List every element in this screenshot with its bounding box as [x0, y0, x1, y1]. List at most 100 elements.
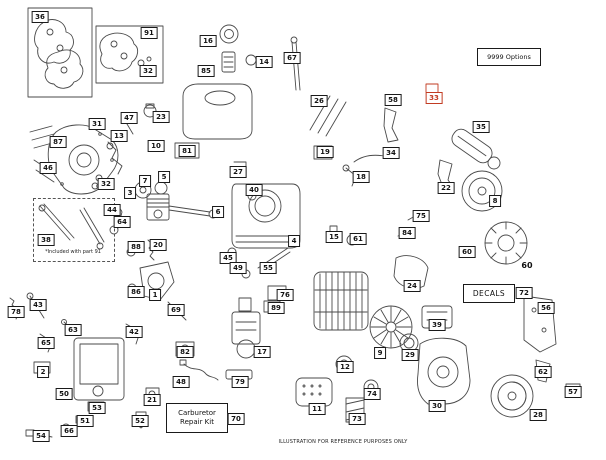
callout-72[interactable]: 72: [515, 287, 533, 299]
callout-2[interactable]: 2: [37, 366, 49, 378]
callout-21[interactable]: 21: [143, 394, 161, 406]
callout-76[interactable]: 76: [276, 289, 294, 301]
callout-7[interactable]: 7: [139, 175, 151, 187]
included-parts-box: [33, 198, 115, 262]
callout-30[interactable]: 30: [428, 400, 446, 412]
callout-56[interactable]: 56: [537, 302, 555, 314]
callout-9[interactable]: 9: [374, 347, 386, 359]
fuel-tank: [182, 54, 257, 140]
wire-harness: [179, 359, 219, 381]
callout-55[interactable]: 55: [259, 262, 277, 274]
callout-91[interactable]: 91: [140, 27, 158, 39]
callout-31[interactable]: 31: [88, 118, 106, 130]
carburetor-repair-kit-box[interactable]: Carburetor Repair Kit: [166, 403, 228, 433]
callout-53[interactable]: 53: [88, 402, 106, 414]
callout-73[interactable]: 73: [348, 413, 366, 425]
callout-38[interactable]: 38: [37, 234, 55, 246]
callout-84[interactable]: 84: [398, 227, 416, 239]
callout-40[interactable]: 40: [245, 184, 263, 196]
callout-60[interactable]: 60: [521, 261, 533, 270]
callout-15[interactable]: 15: [325, 231, 343, 243]
callout-28[interactable]: 28: [529, 409, 547, 421]
callout-88[interactable]: 88: [127, 241, 145, 253]
callout-86[interactable]: 86: [127, 286, 145, 298]
callout-17[interactable]: 17: [253, 346, 271, 358]
callout-81[interactable]: 81: [178, 145, 196, 157]
callout-52[interactable]: 52: [131, 415, 149, 427]
callout-6[interactable]: 6: [212, 206, 224, 218]
gear-5: [154, 181, 168, 195]
callout-50[interactable]: 50: [55, 388, 73, 400]
callout-48[interactable]: 48: [172, 376, 190, 388]
callout-19[interactable]: 19: [316, 146, 334, 158]
callout-18[interactable]: 18: [352, 171, 370, 183]
callout-29[interactable]: 29: [401, 349, 419, 361]
callout-22[interactable]: 22: [437, 182, 455, 194]
callout-1[interactable]: 1: [149, 289, 161, 301]
callout-42[interactable]: 42: [125, 326, 143, 338]
dipstick: [290, 36, 301, 91]
callout-10[interactable]: 10: [147, 140, 165, 152]
callout-87[interactable]: 87: [49, 136, 67, 148]
callout-51[interactable]: 51: [76, 415, 94, 427]
decals-box[interactable]: DECALS: [463, 284, 515, 303]
callout-64[interactable]: 64: [113, 216, 131, 228]
callout-46[interactable]: 46: [39, 162, 57, 174]
callout-58[interactable]: 58: [384, 94, 402, 106]
callout-89[interactable]: 89: [267, 302, 285, 314]
callout-4[interactable]: 4: [288, 235, 300, 247]
callout-44[interactable]: 44: [103, 204, 121, 216]
callout-20[interactable]: 20: [149, 239, 167, 251]
carb-kit-line1: Carburetor: [178, 409, 216, 418]
callout-11[interactable]: 11: [308, 403, 326, 415]
callout-36[interactable]: 36: [31, 11, 49, 23]
callout-61[interactable]: 61: [349, 233, 367, 245]
callout-47[interactable]: 47: [120, 112, 138, 124]
callout-65[interactable]: 65: [37, 337, 55, 349]
callout-27[interactable]: 27: [229, 166, 247, 178]
callout-5[interactable]: 5: [158, 171, 170, 183]
callout-39[interactable]: 39: [428, 319, 446, 331]
callout-78[interactable]: 78: [7, 306, 25, 318]
callout-63[interactable]: 63: [64, 324, 82, 336]
callout-34[interactable]: 34: [382, 147, 400, 159]
callout-3[interactable]: 3: [124, 187, 136, 199]
callout-67[interactable]: 67: [283, 52, 301, 64]
callout-14[interactable]: 14: [255, 56, 273, 68]
callout-32[interactable]: 32: [139, 65, 157, 77]
connecting-rod: [168, 205, 218, 219]
callout-70[interactable]: 70: [227, 413, 245, 425]
piston: [146, 193, 170, 221]
callout-75[interactable]: 75: [412, 210, 430, 222]
callout-12[interactable]: 12: [336, 361, 354, 373]
oil-tubes-38: [38, 203, 105, 250]
options-9999-box[interactable]: 9999 Options: [477, 48, 541, 66]
alternator-stator: [484, 221, 528, 265]
callout-24[interactable]: 24: [403, 280, 421, 292]
bracket-58: [383, 107, 399, 143]
callout-60[interactable]: 60: [458, 246, 476, 258]
callout-32[interactable]: 32: [97, 178, 115, 190]
callout-57[interactable]: 57: [564, 386, 582, 398]
callout-85[interactable]: 85: [197, 65, 215, 77]
callout-16[interactable]: 16: [199, 35, 217, 47]
callout-74[interactable]: 74: [363, 388, 381, 400]
ring-gear: [461, 170, 503, 212]
callout-45[interactable]: 45: [219, 252, 237, 264]
callout-66[interactable]: 66: [60, 425, 78, 437]
callout-26[interactable]: 26: [310, 95, 328, 107]
callout-8[interactable]: 8: [489, 195, 501, 207]
callout-79[interactable]: 79: [231, 376, 249, 388]
callout-33[interactable]: 33: [425, 92, 443, 104]
callout-69[interactable]: 69: [167, 304, 185, 316]
callout-43[interactable]: 43: [29, 299, 47, 311]
callout-23[interactable]: 23: [152, 111, 170, 123]
callout-54[interactable]: 54: [32, 430, 50, 442]
callout-35[interactable]: 35: [472, 121, 490, 133]
reference-disclaimer: ILLUSTRATION FOR REFERENCE PURPOSES ONLY: [278, 439, 408, 445]
callout-13[interactable]: 13: [110, 130, 128, 142]
callout-62[interactable]: 62: [534, 366, 552, 378]
callout-49[interactable]: 49: [229, 262, 247, 274]
callout-82[interactable]: 82: [176, 346, 194, 358]
